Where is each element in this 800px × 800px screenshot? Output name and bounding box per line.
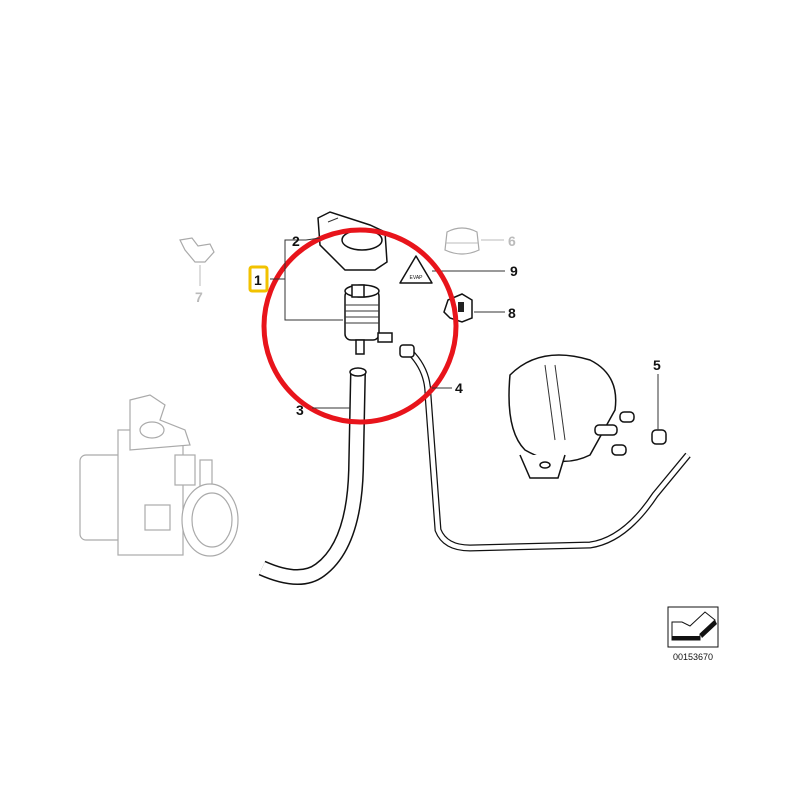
warning-symbol-text: EVAP: [410, 275, 424, 281]
label-2[interactable]: 2: [292, 233, 300, 249]
label-4[interactable]: 4: [455, 380, 463, 396]
part-1-pump: [344, 284, 393, 355]
label-9[interactable]: 9: [510, 263, 518, 279]
label-6[interactable]: 6: [508, 233, 516, 249]
leader-lines-1-2: [270, 237, 343, 321]
label-7[interactable]: 7: [195, 289, 203, 305]
label-1-highlight-box: [248, 265, 269, 293]
part-6-cap: [444, 227, 480, 255]
throttle-body-ghost: [79, 394, 239, 557]
carbon-canister: [508, 354, 635, 479]
label-8[interactable]: 8: [508, 305, 516, 321]
part-5-clamp: [651, 429, 667, 445]
orientation-arrow-icon: [667, 606, 719, 648]
part-7-clip: [179, 237, 215, 263]
part-9-warning-label: EVAP: [399, 255, 433, 284]
label-5[interactable]: 5: [653, 357, 661, 373]
part-2-holder: [317, 211, 388, 271]
diagram-number: 00153670: [673, 652, 713, 662]
highlight-circle: [261, 227, 459, 425]
label-3[interactable]: 3: [296, 402, 304, 418]
label-1[interactable]: 1: [254, 272, 262, 288]
